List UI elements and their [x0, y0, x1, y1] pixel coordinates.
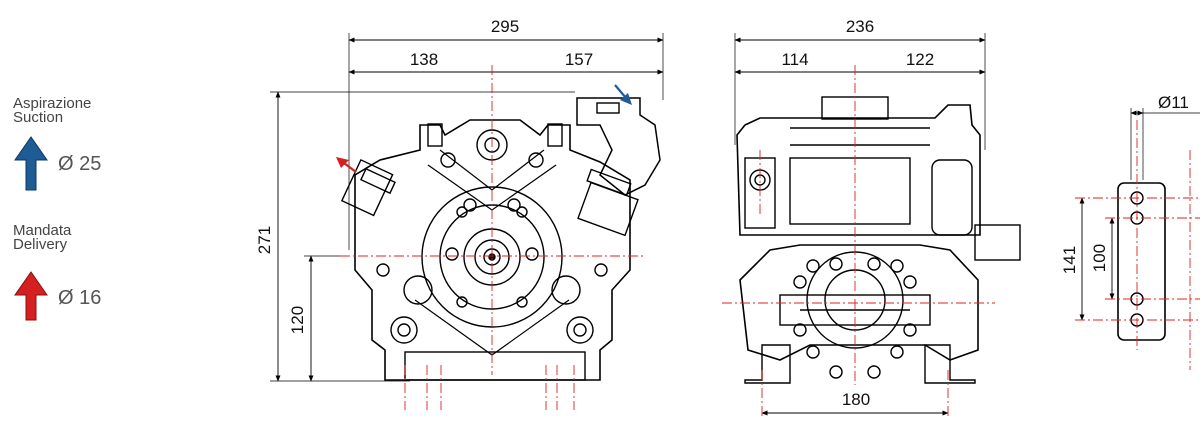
front-centerlines	[340, 65, 645, 410]
delivery-diameter: Ø 16	[58, 287, 102, 309]
dim-front-width: 295	[491, 17, 519, 36]
dim-bracket-outer: 141	[1060, 246, 1079, 274]
dim-front-right: 157	[565, 50, 593, 69]
suction-diameter: Ø 25	[58, 153, 102, 175]
dim-front-axis-height: 120	[288, 306, 307, 334]
dim-side-base: 180	[842, 390, 870, 409]
bracket-centerlines	[1075, 120, 1200, 370]
suction-label-en: Suction	[13, 109, 64, 126]
suction-label-it: Aspirazione	[13, 95, 92, 112]
dim-front-left: 138	[410, 50, 438, 69]
delivery-arrow-icon	[14, 271, 48, 321]
bracket-view	[1079, 108, 1200, 341]
dim-bracket-inner: 100	[1090, 244, 1109, 272]
dim-side-width: 236	[846, 17, 874, 36]
dim-front-height: 271	[255, 226, 274, 254]
front-view	[270, 33, 664, 382]
suction-arrow-icon	[14, 136, 48, 191]
dim-side-left: 114	[781, 50, 808, 69]
side-centerlines	[722, 65, 995, 418]
front-suction-arrow-icon	[614, 84, 632, 105]
dim-side-right: 122	[906, 50, 934, 69]
delivery-label-en: Delivery	[13, 236, 68, 253]
front-delivery-arrow-icon	[336, 157, 357, 173]
side-view	[734, 33, 1021, 416]
delivery-label-it: Mandata	[13, 222, 72, 239]
dim-bracket-hole: Ø11	[1158, 93, 1189, 112]
